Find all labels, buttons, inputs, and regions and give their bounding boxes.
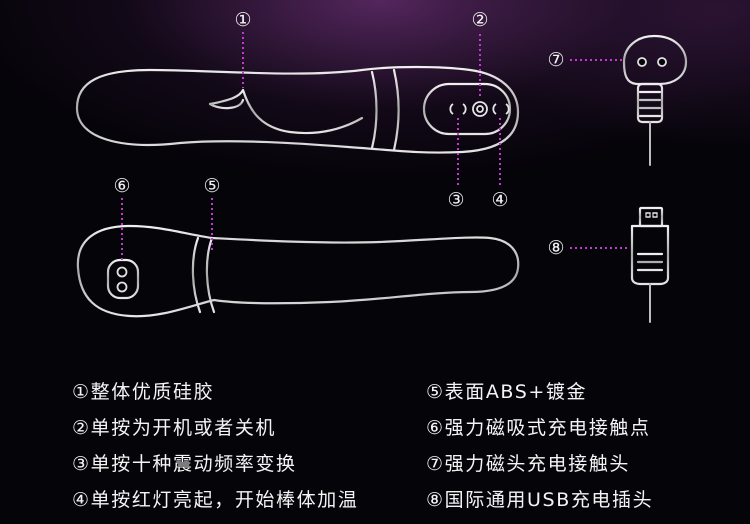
callout-7: ⑦ <box>547 49 565 71</box>
charging-contact-dot <box>116 281 128 293</box>
vibration-mode-button-icon <box>449 103 467 115</box>
usb-plug-body <box>630 224 670 286</box>
usb-connector-holes <box>645 212 651 218</box>
heating-button-icon <box>492 103 510 115</box>
legend-item-6: ⑥强力磁吸式充电接触点 <box>426 417 651 439</box>
legend-item-1: ①整体优质硅胶 <box>72 381 215 403</box>
bottom-device-charging-contacts <box>116 266 128 293</box>
legend-item-3: ③单按十种震动频率变换 <box>72 453 297 475</box>
callout-8: ⑧ <box>547 237 565 259</box>
callout-4: ④ <box>491 189 509 211</box>
top-device-arm-inner <box>208 98 245 110</box>
bottom-device-outline <box>76 224 520 318</box>
top-device-arm <box>208 88 364 135</box>
top-device-ring-1 <box>370 70 378 150</box>
charging-contact-dot <box>116 266 128 278</box>
callout-1: ① <box>234 9 252 31</box>
top-device-outline <box>75 65 520 154</box>
callout-2: ② <box>471 9 489 31</box>
usb-plug-grip <box>636 252 664 272</box>
legend-item-8: ⑧国际通用USB充电插头 <box>426 489 654 511</box>
callout-6: ⑥ <box>113 175 131 197</box>
magnetic-head-grip <box>638 90 662 118</box>
top-device-buttons <box>449 101 510 117</box>
top-device-ring-2 <box>392 68 400 152</box>
callout-3: ③ <box>447 189 465 211</box>
legend-item-4: ④单按红灯亮起，开始棒体加温 <box>72 489 359 511</box>
magnetic-charger <box>622 34 688 166</box>
usb-connector-metal <box>638 206 664 228</box>
usb-plug <box>630 206 670 323</box>
legend-item-2: ②单按为开机或者关机 <box>72 417 277 439</box>
magnetic-head <box>622 34 688 86</box>
leader-lines <box>121 32 630 262</box>
legend-item-7: ⑦强力磁头充电接触头 <box>426 453 631 475</box>
bottom-device-body <box>76 224 520 318</box>
bottom-device-ring-2 <box>205 236 216 314</box>
bottom-device-ring-1 <box>191 236 202 314</box>
callout-5: ⑤ <box>203 175 221 197</box>
top-device-button-panel <box>422 82 512 136</box>
magnetic-head-pins <box>637 57 667 67</box>
top-device-body <box>75 65 520 154</box>
legend-item-5: ⑤表面ABS+镀金 <box>426 381 588 403</box>
power-button-icon <box>472 101 488 117</box>
